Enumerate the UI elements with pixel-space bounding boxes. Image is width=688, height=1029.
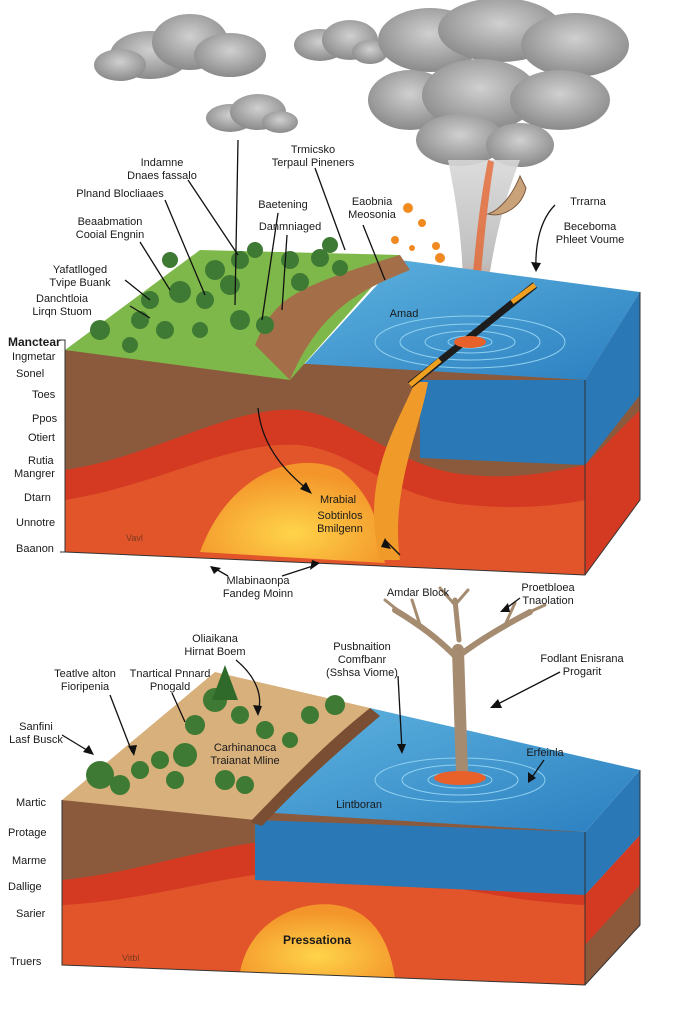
callout-indamne-2: Dnaes fassalo [127, 170, 197, 182]
side-label-lower-0: Martic [16, 797, 46, 809]
side-label-3: Toes [32, 389, 56, 401]
callout-oliaikana-2: Hirnat Boem [184, 646, 245, 658]
callout-lintboran: Lintboran [336, 799, 382, 811]
callout-sanfini-2: Lasf Busck [9, 734, 63, 746]
callout-pressationa: Pressationa [283, 933, 351, 947]
bare-tree [383, 586, 547, 781]
callout-carhinanoca-2: Traianat Mline [210, 755, 279, 767]
side-label-5: Otiert [28, 432, 55, 444]
callout-oliaikana-1: Oliaikana [192, 633, 239, 645]
side-label-9: Unnotre [16, 517, 55, 529]
eruption-cloud [368, 0, 629, 167]
callout-beceboma-1: Beceboma [564, 221, 617, 233]
callout-eaobnia-2: Meosonia [348, 209, 397, 221]
bottom-block [61, 586, 641, 986]
leader-lines [61, 139, 561, 781]
side-label-8: Dtarn [24, 492, 51, 504]
callout-danchtloia-2: Lirqn Stuom [32, 306, 91, 318]
callout-beceboma-2: Phleet Voume [556, 234, 625, 246]
callout-sobtinlos-1: Sobtinlos [317, 510, 363, 522]
forest-bottom [86, 665, 345, 795]
side-label-lower-3: Dallige [8, 881, 42, 893]
top-block [64, 237, 641, 576]
callout-erfeinla: Erfeinla [526, 747, 564, 759]
callout-danchtloia-1: Danchtloia [36, 293, 89, 305]
bottom-side-labels: Martic Protage Marme Dallige Sarier True… [8, 797, 47, 968]
top-side-labels: Manctear Ingmetar Sonel Toes Ppos Otiert… [8, 335, 66, 555]
callout-yafatlloged-1: Yafatlloged [53, 264, 107, 276]
faint-mark-top: Vavl [126, 533, 143, 543]
side-label-6: Rutia [28, 455, 55, 467]
callout-proetbloea-2: Tnaolation [522, 595, 573, 607]
top-callout-labels: Indamne Dnaes fassalo Plnand Blocliaaes … [32, 144, 624, 600]
callout-fodlant-1: Fodlant Enisrana [540, 653, 624, 665]
side-label-10: Baanon [16, 543, 54, 555]
callout-mlabinaonpa-2: Fandeg Moinn [223, 588, 293, 600]
cloud-small [206, 94, 298, 133]
callout-sanfini-1: Sanfini [19, 721, 53, 733]
callout-pusbnaition-1: Pusbnaition [333, 641, 391, 653]
side-label-0: Manctear [8, 335, 61, 349]
callout-beaabmation-1: Beaabmation [78, 216, 143, 228]
callout-amdar-block: Amdar Block [387, 587, 450, 599]
sand-surface [62, 672, 370, 820]
bottom-callout-labels: Proetbloea Tnaolation Oliaikana Hirnat B… [9, 582, 624, 947]
side-bracket-top [60, 339, 66, 553]
callout-pusbnaition-3: (Sshsa Viome) [326, 667, 398, 679]
moon-icon [486, 174, 527, 216]
lava-embers [391, 203, 445, 274]
callout-trrarna: Trrarna [570, 196, 607, 208]
callout-teatlve-1: Teatlve alton [54, 668, 116, 680]
callout-proetbloea-1: Proetbloea [521, 582, 575, 594]
side-label-lower-2: Marme [12, 855, 46, 867]
cloud-left [94, 14, 266, 81]
callout-eaobnia-1: Eaobnia [352, 196, 393, 208]
callout-trmicsko-2: Terpaul Pineners [272, 157, 355, 169]
side-label-lower-1: Protage [8, 827, 47, 839]
callout-sobtinlos-2: Bmilgenn [317, 523, 363, 535]
side-label-1: Ingmetar [12, 351, 56, 363]
side-label-2: Sonel [16, 368, 44, 380]
callout-plnand: Plnand Blocliaaes [76, 188, 164, 200]
cloud-middle [294, 20, 388, 64]
faint-mark-bottom: Vitbl [122, 953, 139, 963]
side-label-4: Ppos [32, 413, 58, 425]
callout-fodlant-2: Progarit [563, 666, 602, 678]
callout-tnartical-2: Pnogald [150, 681, 190, 693]
side-label-7: Mangrer [14, 468, 55, 480]
callout-beaabmation-2: Cooial Engnin [76, 229, 145, 241]
callout-mrabial: Mrabial [320, 494, 356, 506]
callout-mlabinaonpa-1: Mlabinaonpa [227, 575, 291, 587]
callout-indamne-1: Indamne [141, 157, 184, 169]
callout-teatlve-2: Fioripenia [61, 681, 110, 693]
callout-trmicsko-1: Trmicsko [291, 144, 335, 156]
callout-pusbnaition-2: Comfbanr [338, 654, 387, 666]
side-label-lower-4: Sarier [16, 908, 46, 920]
side-label-lower-5: Truers [10, 956, 42, 968]
callout-baetening: Baetening [258, 199, 308, 211]
callout-danmniaged: Danmniaged [259, 221, 321, 233]
callout-carhinanoca-1: Carhinanoca [214, 742, 277, 754]
faint-marks: Vavl Vitbl [122, 533, 143, 963]
callout-amad: Amad [390, 308, 419, 320]
leader-arrowheads [83, 262, 541, 783]
ocean-surface [290, 260, 640, 380]
callout-tnartical-1: Tnartical Pnnard [130, 668, 211, 680]
callout-yafatlloged-2: Tvipe Buank [49, 277, 111, 289]
